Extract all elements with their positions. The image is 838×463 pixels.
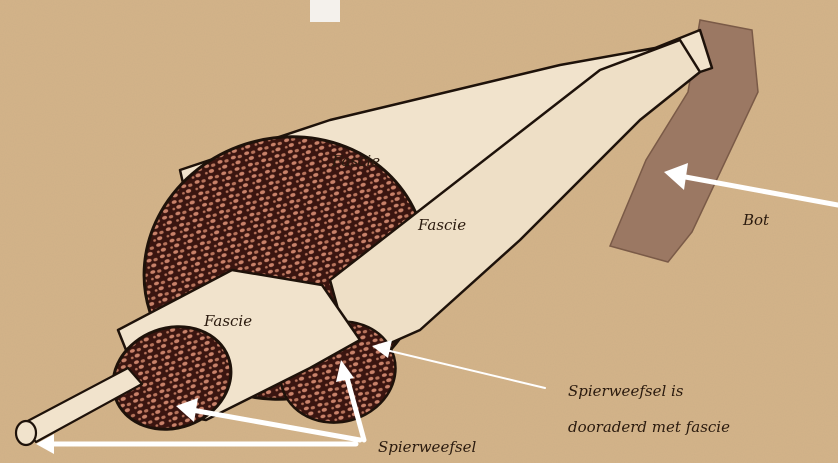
label-fascie-top: Fascie xyxy=(331,152,380,170)
label-bot: Bot xyxy=(742,211,770,229)
tendon-end xyxy=(16,421,36,445)
label-fascie-middle: Fascie xyxy=(417,216,466,234)
label-interwoven-line2: dooraderd met fascie xyxy=(568,418,730,436)
label-spierweefsel: Spierweefsel xyxy=(378,438,476,456)
label-fascie-front: Fascie xyxy=(203,312,252,330)
label-interwoven-line1: Spierweefsel is xyxy=(568,382,684,400)
top-white-marker xyxy=(310,0,340,22)
